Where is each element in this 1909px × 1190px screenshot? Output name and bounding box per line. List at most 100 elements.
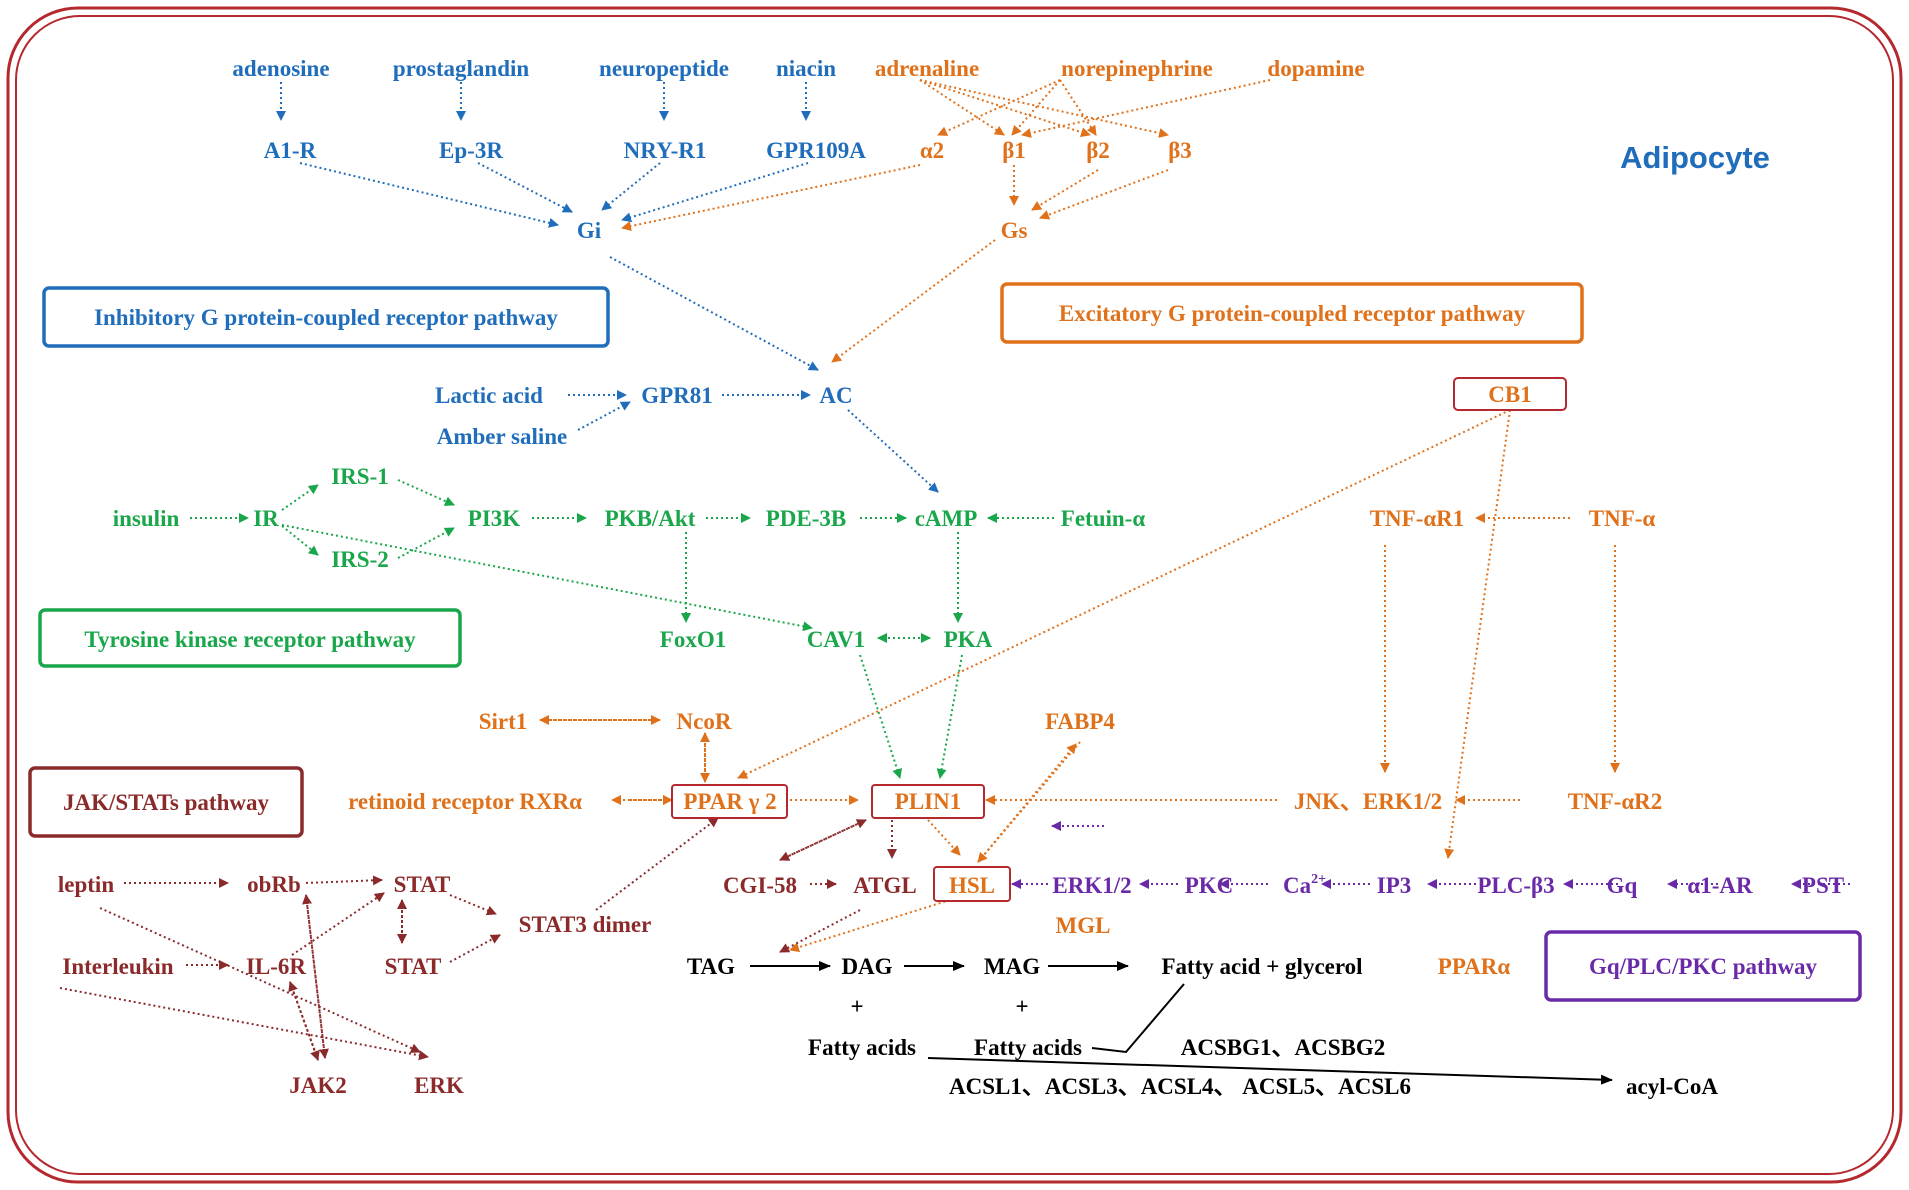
insulin-label: insulin — [113, 506, 180, 531]
dag-label: DAG — [841, 954, 892, 979]
stat3-dimer-label: STAT3 dimer — [519, 912, 652, 937]
hsl-label: HSL — [949, 873, 995, 898]
erk-label: ERK — [414, 1073, 464, 1098]
mgl-label: MGL — [1056, 913, 1111, 938]
amber-saline-label: Amber saline — [437, 424, 568, 449]
beta2-receptor-label: β2 — [1086, 138, 1110, 163]
tnf-alpha-label: TNF-α — [1589, 506, 1656, 531]
ppar-gamma2-box — [671, 784, 788, 819]
gi-label: Gi — [577, 218, 602, 243]
acyl-coa-label: acyl-CoA — [1626, 1074, 1718, 1099]
gpr109a-label: GPR109A — [766, 138, 866, 163]
camp-label: cAMP — [915, 506, 978, 531]
plin1-box — [871, 784, 985, 819]
cb1-label: CB1 — [1488, 382, 1531, 407]
ir-label: IR — [253, 506, 279, 531]
calcium-label: Ca2+ — [1283, 872, 1326, 898]
alpha1-ar-label: α1-AR — [1687, 873, 1753, 898]
gs-label: Gs — [1001, 218, 1028, 243]
ppar-alpha-label: PPARα — [1438, 954, 1511, 979]
obrb-label: obRb — [247, 872, 301, 897]
excitatory-pathway-label: Excitatory G protein-coupled receptor pa… — [1059, 301, 1526, 326]
jak-pathway-label: JAK/STATs pathway — [63, 790, 270, 815]
orange-arrows — [539, 79, 1620, 953]
interleukin-label: Interleukin — [62, 954, 173, 979]
pkc-label: PKC — [1185, 873, 1234, 898]
pde3b-label: PDE-3B — [766, 506, 847, 531]
inhibitory-pathway-box — [42, 286, 610, 348]
plus-sign-1: + — [850, 994, 863, 1019]
jak2-label: JAK2 — [289, 1073, 347, 1098]
prostaglandin-label: prostaglandin — [393, 56, 530, 81]
cgi58-label: CGI-58 — [723, 873, 797, 898]
rxr-alpha-label: retinoid receptor RXRα — [348, 789, 582, 814]
ncor-label: NcoR — [677, 709, 732, 734]
ep3r-label: Ep-3R — [439, 138, 503, 163]
foxo1-label: FoxO1 — [660, 627, 726, 652]
ppar-gamma2-label: PPAR γ 2 — [683, 789, 776, 814]
pkb-akt-label: PKB/Akt — [605, 506, 696, 531]
irs2-label: IRS-2 — [331, 547, 389, 572]
stat-top-label: STAT — [394, 872, 451, 897]
ac-label: AC — [819, 383, 852, 408]
ip3-label: IP3 — [1377, 873, 1412, 898]
gq-pathway-box — [1544, 930, 1862, 1002]
inhibitory-pathway-label: Inhibitory G protein-coupled receptor pa… — [94, 305, 558, 330]
il6r-label: IL-6R — [246, 954, 306, 979]
plus-sign-2: + — [1015, 994, 1028, 1019]
nryr1-label: NRY-R1 — [624, 138, 707, 163]
jak-pathway-box — [28, 766, 304, 838]
gq-pathway-label: Gq/PLC/PKC pathway — [1589, 954, 1818, 979]
cell-outer-frame — [6, 6, 1903, 1184]
cell-title: Adipocyte — [1620, 140, 1770, 175]
tag-label: TAG — [687, 954, 735, 979]
excitatory-pathway-box — [1000, 282, 1584, 344]
cb1-box — [1453, 377, 1567, 411]
purple-arrows — [1011, 821, 1850, 889]
plc-beta3-label: PLC-β3 — [1477, 873, 1554, 898]
tnf-ar2-label: TNF-αR2 — [1568, 789, 1663, 814]
fabp4-label: FABP4 — [1045, 709, 1115, 734]
sirt1-label: Sirt1 — [479, 709, 528, 734]
tyrosine-pathway-box — [38, 608, 462, 668]
lactic-acid-label: Lactic acid — [435, 383, 543, 408]
cell-inner-frame — [15, 15, 1894, 1175]
maroon-arrows — [59, 817, 897, 1061]
pi3k-label: PI3K — [468, 506, 521, 531]
beta1-receptor-label: β1 — [1002, 138, 1026, 163]
norepinephrine-label: norepinephrine — [1061, 56, 1213, 81]
acsl-label: ACSL1、ACSL3、ACSL4、 ACSL5、ACSL6 — [949, 1074, 1411, 1099]
pka-label: PKA — [944, 627, 993, 652]
plin1-label: PLIN1 — [895, 789, 961, 814]
pst-label: PST — [1802, 873, 1844, 898]
tyrosine-pathway-label: Tyrosine kinase receptor pathway — [84, 627, 416, 652]
black-arrows — [750, 961, 1613, 1085]
hsl-box — [933, 866, 1011, 902]
beta3-receptor-label: β3 — [1168, 138, 1192, 163]
dopamine-label: dopamine — [1267, 56, 1364, 81]
cav1-label: CAV1 — [807, 627, 865, 652]
irs1-label: IRS-1 — [331, 464, 389, 489]
gpr81-label: GPR81 — [641, 383, 713, 408]
green-arrows — [190, 479, 1054, 779]
gq-label: Gq — [1607, 873, 1638, 898]
fatty-acids-label-1: Fatty acids — [808, 1035, 916, 1060]
blue-arrows — [276, 82, 939, 493]
acsbg-label: ACSBG1、ACSBG2 — [1181, 1035, 1385, 1060]
fetuin-alpha-label: Fetuin-α — [1061, 506, 1146, 531]
adrenaline-label: adrenaline — [875, 56, 979, 81]
stat-bottom-label: STAT — [385, 954, 442, 979]
calcium-charge: 2+ — [1311, 872, 1326, 887]
alpha2-receptor-label: α2 — [920, 138, 944, 163]
atgl-label: ATGL — [853, 873, 916, 898]
jnk-erk-label: JNK、ERK1/2 — [1294, 789, 1442, 814]
tnf-ar1-label: TNF-αR1 — [1370, 506, 1465, 531]
neuropeptide-label: neuropeptide — [599, 56, 729, 81]
mag-label: MAG — [984, 954, 1040, 979]
a1r-label: A1-R — [264, 138, 317, 163]
niacin-label: niacin — [776, 56, 836, 81]
fatty-acids-label-2: Fatty acids — [974, 1035, 1082, 1060]
calcium-base: Ca — [1283, 873, 1312, 898]
adenosine-label: adenosine — [232, 56, 329, 81]
fatty-acid-glycerol-label: Fatty acid + glycerol — [1161, 954, 1362, 979]
